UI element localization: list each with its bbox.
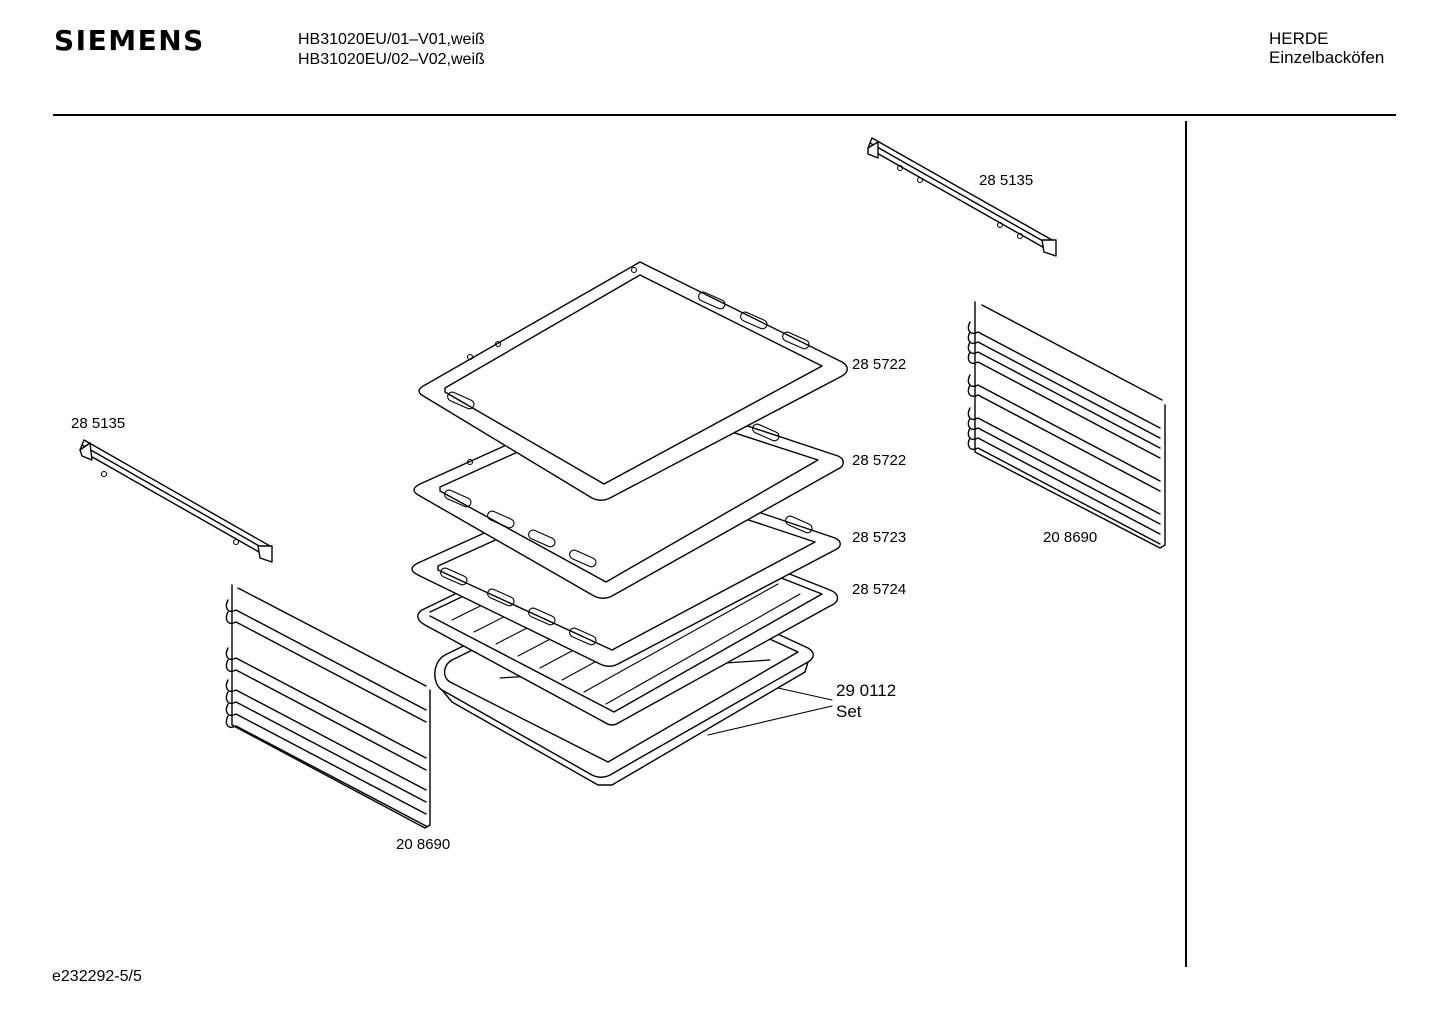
category-line-2: Einzelbacköfen xyxy=(1269,48,1385,67)
part-label-pan-set-number: 29 0112 xyxy=(836,681,897,700)
brand-logo: SIEMENS xyxy=(54,24,205,57)
part-label-rack-right: 20 8690 xyxy=(1043,529,1098,546)
part-label-pan-set-text: Set xyxy=(836,702,862,721)
shelf-rack-left xyxy=(226,585,430,828)
category: HERDE Einzelbacköfen xyxy=(1269,29,1384,67)
part-label-tray-4: 28 5724 xyxy=(852,581,907,598)
model-list: HB31020EU/01–V01,weiß HB31020EU/02–V02,w… xyxy=(298,30,485,70)
rail-left xyxy=(80,440,272,562)
document-id: e232292-5/5 xyxy=(52,968,142,985)
part-label-rail-top-right: 28 5135 xyxy=(979,172,1034,189)
baking-tray-1 xyxy=(419,262,847,500)
set-leader-lines xyxy=(708,688,832,735)
model-line-2: HB31020EU/02–V02,weiß xyxy=(298,51,485,68)
part-label-tray-1: 28 5722 xyxy=(852,356,907,373)
rail-top-right xyxy=(868,138,1056,256)
part-label-tray-3: 28 5723 xyxy=(852,529,907,546)
category-line-1: HERDE xyxy=(1269,29,1329,48)
side-divider xyxy=(1185,121,1187,967)
part-label-tray-2: 28 5722 xyxy=(852,452,907,469)
model-line-1: HB31020EU/01–V01,weiß xyxy=(298,31,485,48)
shelf-rack-right xyxy=(968,302,1165,548)
part-label-rack-left: 20 8690 xyxy=(396,836,451,853)
part-label-rail-left: 28 5135 xyxy=(71,415,126,432)
header-divider xyxy=(53,114,1396,116)
